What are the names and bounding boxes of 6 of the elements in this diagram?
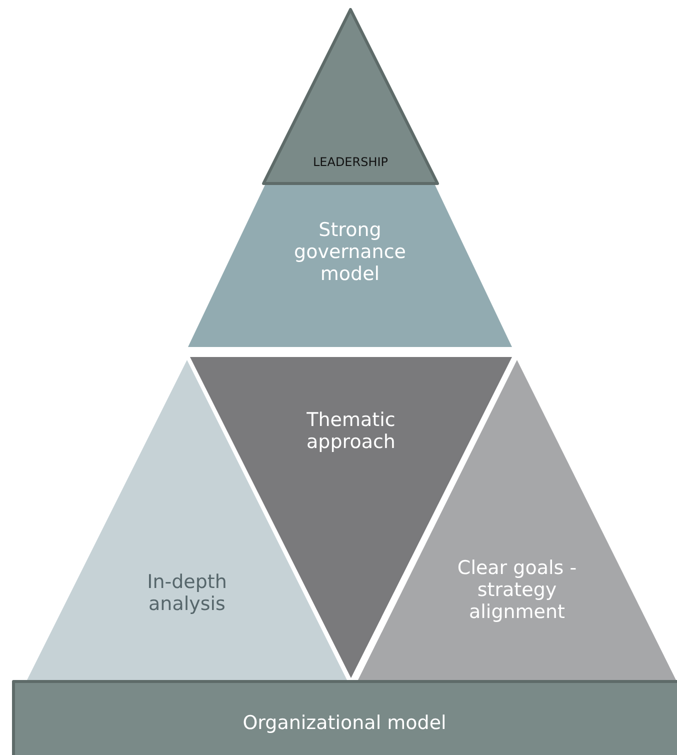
segment-label: In-depth analysis [146, 572, 228, 616]
segment-label: LEADERSHIP [312, 156, 390, 170]
segment-label: Organizational model [242, 713, 448, 735]
segment-label: Thematic approach [306, 410, 396, 454]
segment-label: Clear goals - strategy alignment [456, 558, 578, 624]
segment-label: Strong governance model [293, 220, 407, 286]
